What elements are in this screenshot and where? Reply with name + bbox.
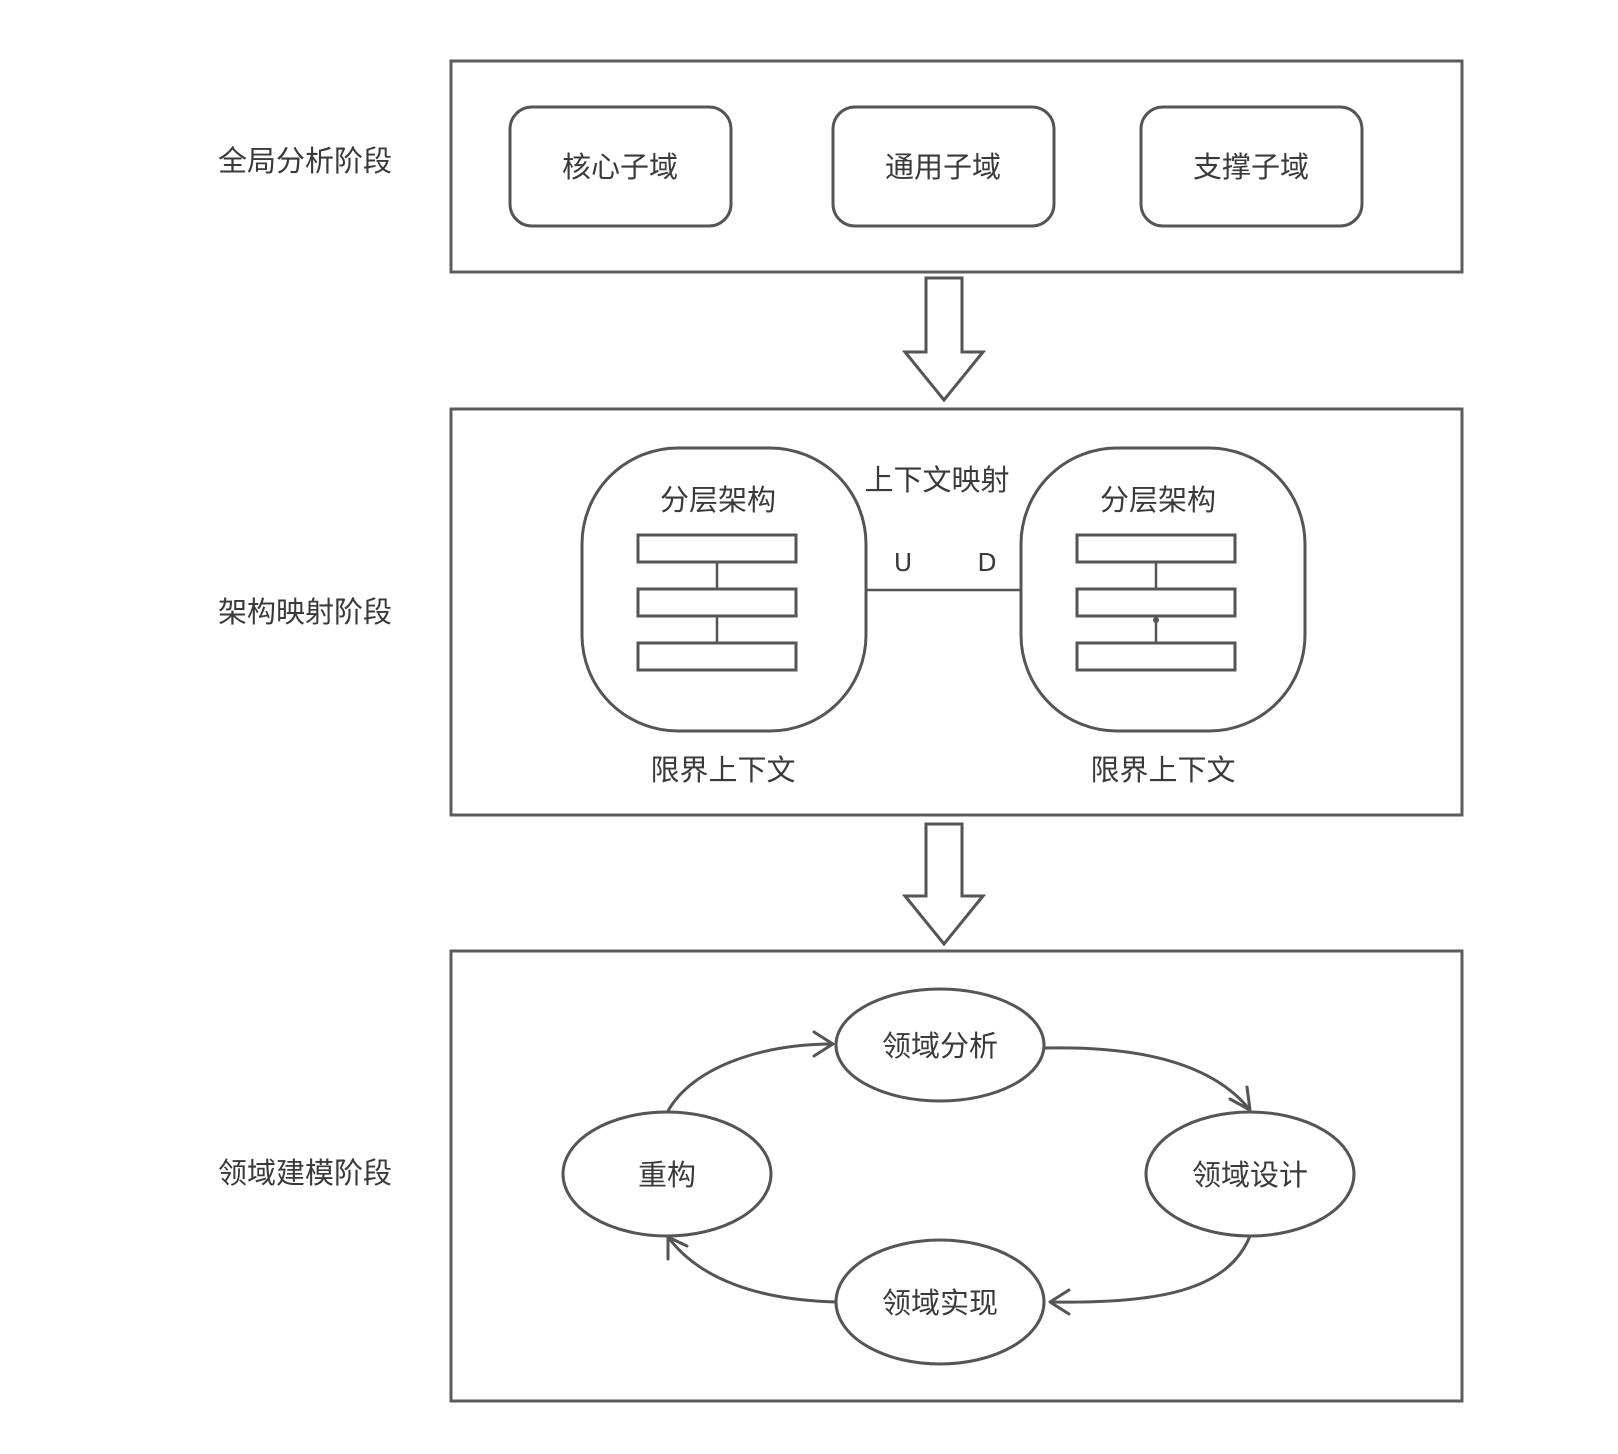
bounded-context-left-caption: 限界上下文	[650, 753, 795, 787]
stage-label-global-analysis: 全局分析阶段	[218, 144, 392, 178]
subdomain-core-label: 核心子域	[562, 150, 678, 184]
subdomain-supporting: 支撑子域	[1139, 105, 1364, 228]
cycle-node-domain-analysis: 领域分析	[834, 987, 1046, 1103]
stage-label-architecture-mapping: 架构映射阶段	[218, 595, 392, 629]
downstream-label: D	[977, 548, 996, 577]
cycle-node-domain-analysis-label: 领域分析	[882, 1029, 998, 1063]
bounded-context-left-title: 分层架构	[660, 483, 776, 517]
bounded-context-right: 分层架构 限界上下文	[1019, 446, 1307, 787]
bounded-context-right-caption: 限界上下文	[1090, 753, 1235, 787]
bounded-context-right-title: 分层架构	[1100, 483, 1216, 517]
layered-architecture-icon-left	[636, 533, 798, 672]
cycle-node-refactor-label: 重构	[638, 1158, 696, 1192]
subdomain-generic-label: 通用子域	[885, 150, 1001, 184]
cycle-node-domain-design-label: 领域设计	[1192, 1158, 1308, 1192]
stage-domain-modeling: 领域建模阶段 领域分析 领域设计 领域实现	[218, 949, 1464, 1403]
context-mapping-label: 上下文映射	[864, 463, 1009, 497]
stage-label-domain-modeling: 领域建模阶段	[218, 1156, 392, 1190]
cycle-node-domain-implementation: 领域实现	[834, 1238, 1046, 1366]
stage-transition-arrow-1	[901, 276, 987, 403]
subdomain-generic: 通用子域	[831, 105, 1056, 228]
bounded-context-left: 分层架构 限界上下文	[580, 446, 868, 787]
cycle-node-domain-implementation-label: 领域实现	[882, 1286, 998, 1320]
layered-architecture-icon-right	[1075, 533, 1237, 672]
stage-transition-arrow-2	[901, 822, 987, 947]
cycle-node-domain-design: 领域设计	[1144, 1110, 1356, 1238]
stage-architecture-mapping: 架构映射阶段 上下文映射 U D 分层架构 限界上下文 分层架构	[218, 407, 1464, 817]
subdomain-supporting-label: 支撑子域	[1193, 150, 1309, 184]
subdomain-core: 核心子域	[508, 105, 733, 228]
upstream-label: U	[894, 548, 912, 577]
cycle-node-refactor: 重构	[561, 1110, 773, 1238]
modeling-cycle-arrows	[666, 1030, 1252, 1316]
stage-global-analysis: 全局分析阶段 核心子域 通用子域 支撑子域	[218, 59, 1464, 274]
